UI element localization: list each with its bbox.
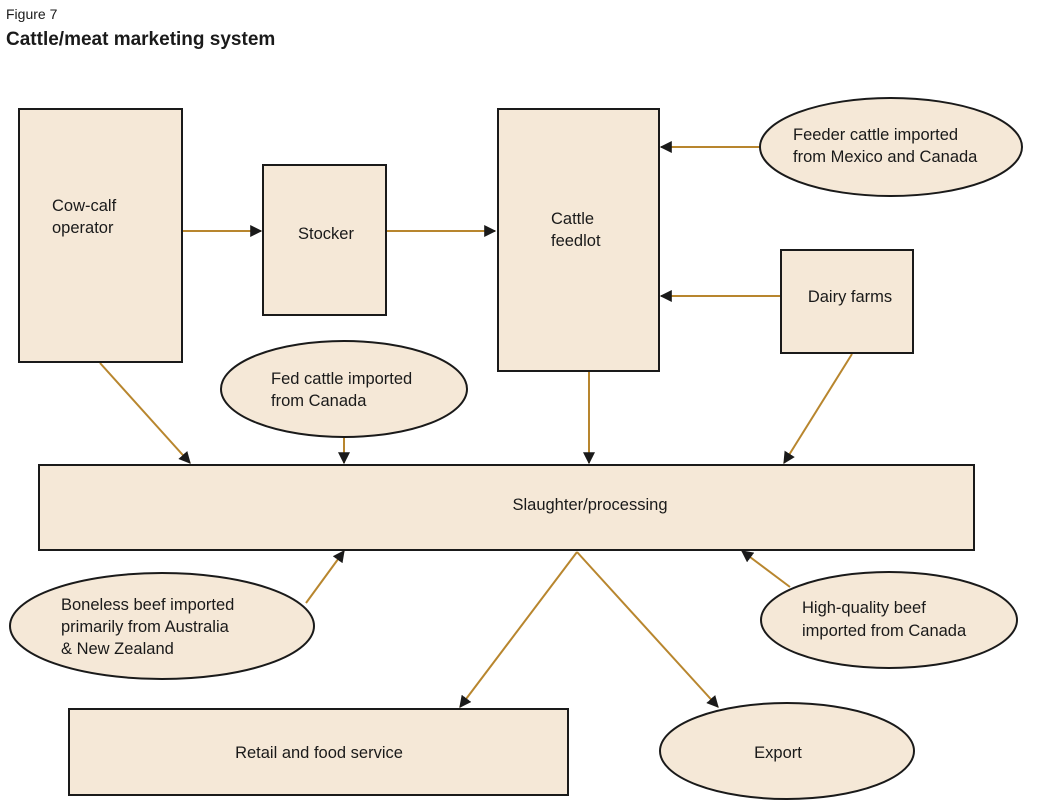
arrow-slaughter-to-retail <box>459 551 578 708</box>
boneless-imports-label: Boneless beef imported primarily from Au… <box>61 596 239 658</box>
arrows <box>99 141 853 708</box>
slaughter-label: Slaughter/processing <box>512 496 667 514</box>
figure-title: Cattle/meat marketing system <box>6 29 276 50</box>
dairy-box <box>780 249 914 354</box>
boneless-imports-ellipse <box>9 572 315 680</box>
arrow-slaughter-to-export <box>576 551 719 708</box>
feedlot-label: Cattle feedlot <box>551 210 601 250</box>
fed-cattle-imports-ellipse <box>220 340 468 438</box>
fed-cattle-imports-label: Fed cattle imported from Canada <box>271 370 417 410</box>
dairy-label: Dairy farms <box>808 288 892 306</box>
stocker-box <box>262 164 387 316</box>
slaughter-box <box>38 464 975 551</box>
arrow-dairy-to-slaughter <box>783 353 853 465</box>
cow-calf-box <box>18 108 183 363</box>
retail-label: Retail and food service <box>235 744 403 762</box>
arrow-cowcalf-to-slaughter <box>99 362 191 464</box>
arrow-boneless-to-slaughter <box>305 550 345 604</box>
export-ellipse <box>659 702 915 800</box>
high-quality-imports-label: High-quality beef imported from Canada <box>802 599 967 640</box>
figure-label: Figure 7 <box>6 6 58 22</box>
feeder-imports-label: Feeder cattle imported from Mexico and C… <box>793 126 978 166</box>
feeder-imports-ellipse <box>759 97 1023 197</box>
stocker-label: Stocker <box>298 225 354 243</box>
feedlot-box <box>497 108 660 372</box>
high-quality-imports-ellipse <box>760 571 1018 669</box>
export-label: Export <box>754 744 802 762</box>
retail-box <box>68 708 569 796</box>
arrow-highquality-to-slaughter <box>741 550 791 588</box>
cow-calf-label: Cow-calf operator <box>52 197 121 237</box>
